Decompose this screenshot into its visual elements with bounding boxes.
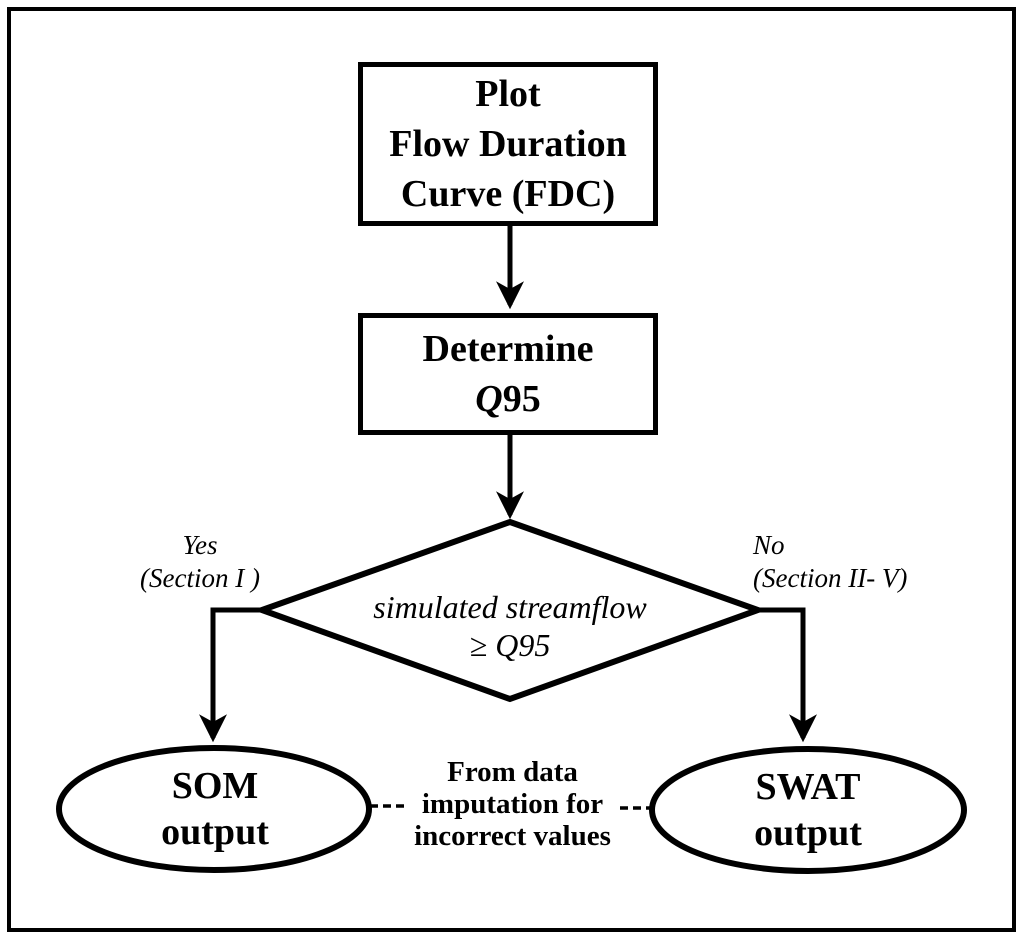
q-number: 95 — [502, 378, 541, 420]
som-ellipse-shape — [56, 745, 372, 873]
swat-ellipse-shape — [649, 746, 967, 874]
decision-line2: ≥ Q95 — [469, 627, 551, 664]
decision-line1: simulated streamflow — [373, 589, 647, 625]
determine-box-line1: Determine — [422, 327, 594, 370]
swat-line2: output — [754, 812, 862, 854]
diagram-frame — [7, 7, 1016, 932]
process-box-plot-fdc: Plot Flow Duration Curve (FDC) — [358, 62, 658, 226]
decision-label: simulated streamflow ≥ Q95 — [310, 588, 710, 665]
swat-line1: SWAT — [755, 765, 861, 808]
process-box-determine-q95: Determine Q95 — [358, 313, 658, 435]
no-text: No — [753, 530, 785, 560]
som-line2: output — [161, 811, 269, 853]
arrow-decision-to-swat — [758, 607, 817, 743]
yes-section: (Section I ) — [140, 562, 260, 593]
note-text: From data imputation for incorrect value… — [390, 756, 635, 853]
plot-box-line1: Plot — [475, 72, 541, 115]
note-line3: incorrect values — [414, 819, 611, 852]
no-section: (Section II- V) — [753, 562, 908, 593]
branch-label-no: No (Section II- V) — [753, 529, 963, 595]
terminal-label-swat: SWAT output — [652, 750, 964, 870]
plot-box-line2: Flow Duration — [389, 122, 627, 165]
determine-box-line2: Q95 — [475, 374, 540, 424]
arrow-decision-to-som — [199, 607, 262, 743]
decision-diamond-shape — [253, 518, 767, 703]
yes-text: Yes — [182, 530, 218, 560]
terminal-label-som: SOM output — [60, 749, 370, 869]
plot-box-line3: Curve (FDC) — [400, 173, 616, 216]
note-line1: From data — [447, 756, 578, 788]
note-line2: imputation for — [421, 787, 604, 820]
branch-label-yes: Yes (Section I ) — [100, 529, 300, 595]
q-symbol: Q — [475, 378, 503, 420]
som-line1: SOM — [171, 764, 259, 807]
